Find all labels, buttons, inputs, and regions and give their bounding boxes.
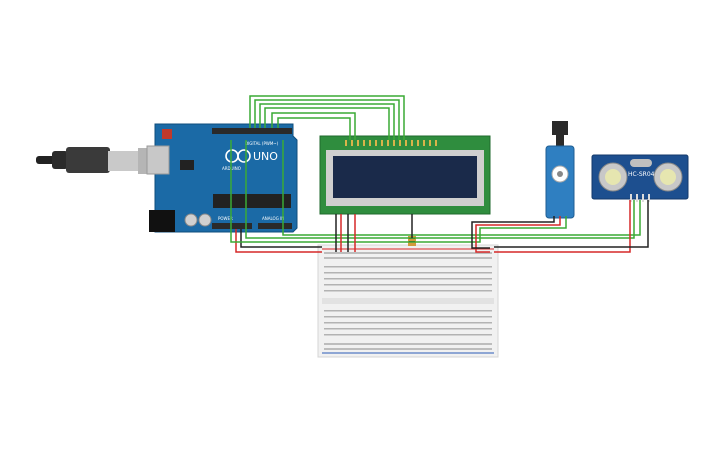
wire-lcd-d2 <box>254 99 400 140</box>
arduino-model-text: UNO <box>253 150 278 163</box>
header-analog <box>258 223 292 229</box>
lcd-screen <box>333 156 477 198</box>
reset-button[interactable] <box>162 129 172 139</box>
usb-port <box>146 145 170 175</box>
capacitor-1 <box>184 213 198 227</box>
sensor-pins <box>630 194 650 202</box>
servo-connector <box>552 121 568 135</box>
crystal-oscillator <box>630 159 652 167</box>
wires <box>230 95 649 253</box>
wire-sensor-echo <box>282 140 641 236</box>
capacitor-2 <box>198 213 212 227</box>
wire-servo-vcc <box>475 216 561 253</box>
wire-sensor-gnd <box>494 200 649 248</box>
analog-label: ANALOG IN <box>262 216 284 221</box>
wire-lcd-en <box>277 117 351 140</box>
header-digital-top <box>212 128 292 134</box>
wire-gnd <box>240 229 322 248</box>
lcd-header-pins <box>345 140 437 146</box>
wire-lcd-d3 <box>259 103 395 140</box>
wire-lcd-d1 <box>249 95 405 140</box>
wire-lcd-rs <box>271 112 356 140</box>
wire-servo-gnd <box>471 216 555 249</box>
power-label: POWER <box>218 216 233 221</box>
servo-motor[interactable] <box>545 121 575 219</box>
small-chip <box>180 160 194 170</box>
arduino-board[interactable]: UNO ARDUINO DIGITAL (PWM~) POWER ANALOG … <box>146 123 298 233</box>
wire-sensor-vcc <box>494 200 631 253</box>
power-jack <box>149 210 175 232</box>
atmega-chip <box>213 194 291 208</box>
ultrasonic-sensor[interactable]: HC-SR04 <box>591 154 689 202</box>
breadboard[interactable] <box>317 244 499 358</box>
header-power <box>212 223 252 229</box>
wire-lcd-d4 <box>264 107 390 140</box>
sensor-model-text: HC-SR04 <box>628 171 655 178</box>
lcd-module[interactable] <box>319 135 491 215</box>
arduino-logo-icon <box>225 149 251 163</box>
digital-label: DIGITAL (PWM~) <box>245 141 279 146</box>
breadboard-holes <box>324 252 492 350</box>
wire-5v <box>235 229 322 253</box>
wire-sensor-trig <box>245 140 635 239</box>
